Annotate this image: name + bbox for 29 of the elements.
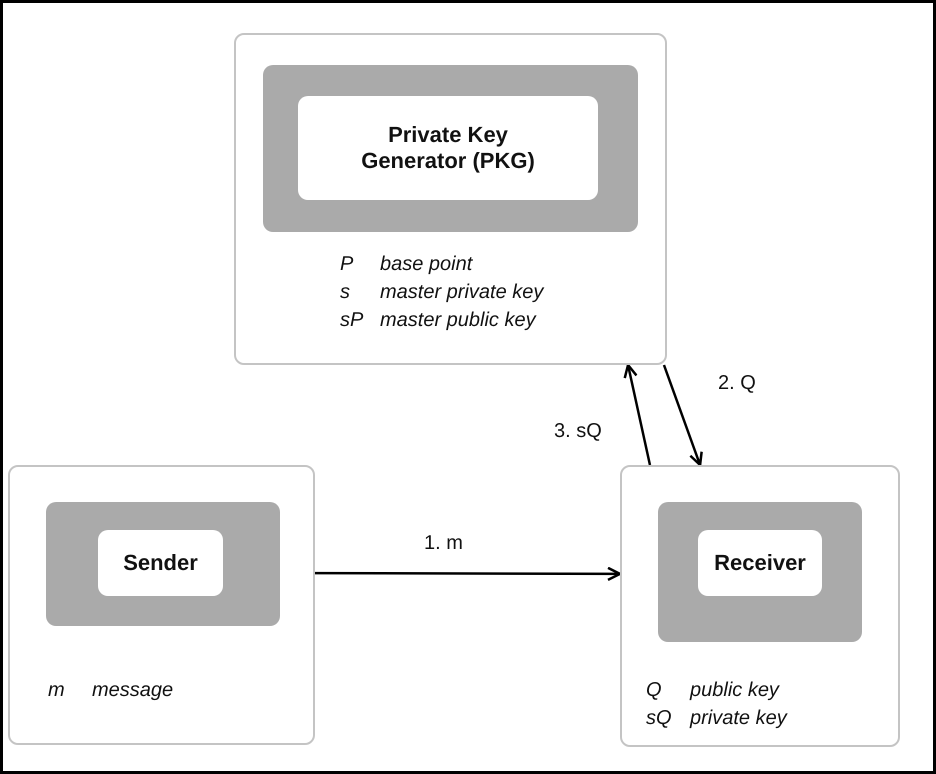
symbol-description: master private key	[380, 281, 544, 304]
edge-label: 3. sQ	[552, 420, 604, 443]
symbol: s	[340, 281, 350, 304]
node-title: Receiver	[714, 550, 806, 576]
frame-band	[46, 502, 280, 626]
symbol-description: private key	[690, 707, 787, 730]
sender-panel	[8, 465, 315, 745]
sender-box	[98, 530, 223, 596]
edge-label: 2. Q	[716, 372, 758, 395]
symbol-description: base point	[380, 253, 472, 276]
symbol-description: message	[92, 679, 174, 702]
arrow	[624, 364, 652, 466]
receiver-panel	[620, 465, 900, 747]
symbol: P	[340, 253, 354, 276]
pkg-box	[298, 96, 598, 200]
node-title: Private Key Generator (PKG)	[360, 122, 536, 174]
arrow	[662, 364, 703, 466]
symbol-description: public key	[690, 679, 779, 702]
receiver-box	[698, 530, 822, 596]
frame-band	[263, 65, 638, 232]
frame-band	[658, 502, 862, 642]
symbol: m	[48, 679, 65, 702]
symbol-description: master public key	[380, 309, 536, 332]
symbol: Q	[646, 679, 662, 702]
node-title: Sender	[123, 550, 198, 576]
arrow	[315, 566, 622, 582]
symbol: sP	[340, 309, 364, 332]
pkg-panel	[234, 33, 667, 365]
symbol: sQ	[646, 707, 672, 730]
